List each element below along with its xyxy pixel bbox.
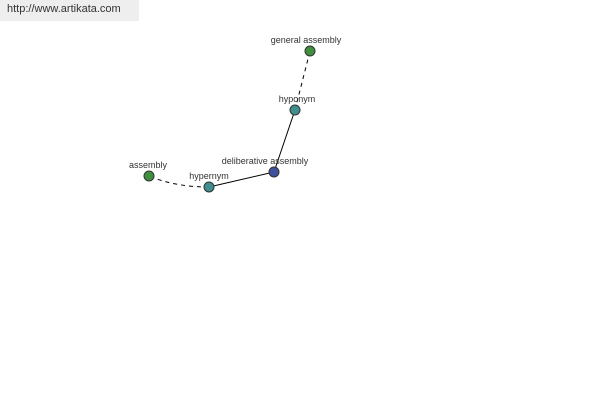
edge-center-hypernym	[208, 171, 275, 188]
node-hyponym[interactable]	[289, 104, 301, 116]
node-center[interactable]	[268, 166, 280, 178]
node-hypernym[interactable]	[203, 181, 215, 193]
node-assembly[interactable]	[143, 170, 155, 182]
label-hyponym: hyponym	[279, 94, 316, 104]
label-center: deliberative assembly	[222, 156, 309, 166]
edge-center-hyponym	[273, 109, 296, 173]
label-general-assembly: general assembly	[271, 35, 342, 45]
url-link[interactable]: http://www.artikata.com	[7, 3, 121, 15]
label-hypernym: hypernym	[189, 171, 229, 181]
edge-hyponym-general-assembly	[294, 50, 311, 111]
url-banner: http://www.artikata.com	[0, 0, 139, 21]
node-general-assembly[interactable]	[304, 45, 316, 57]
label-assembly: assembly	[129, 160, 168, 170]
